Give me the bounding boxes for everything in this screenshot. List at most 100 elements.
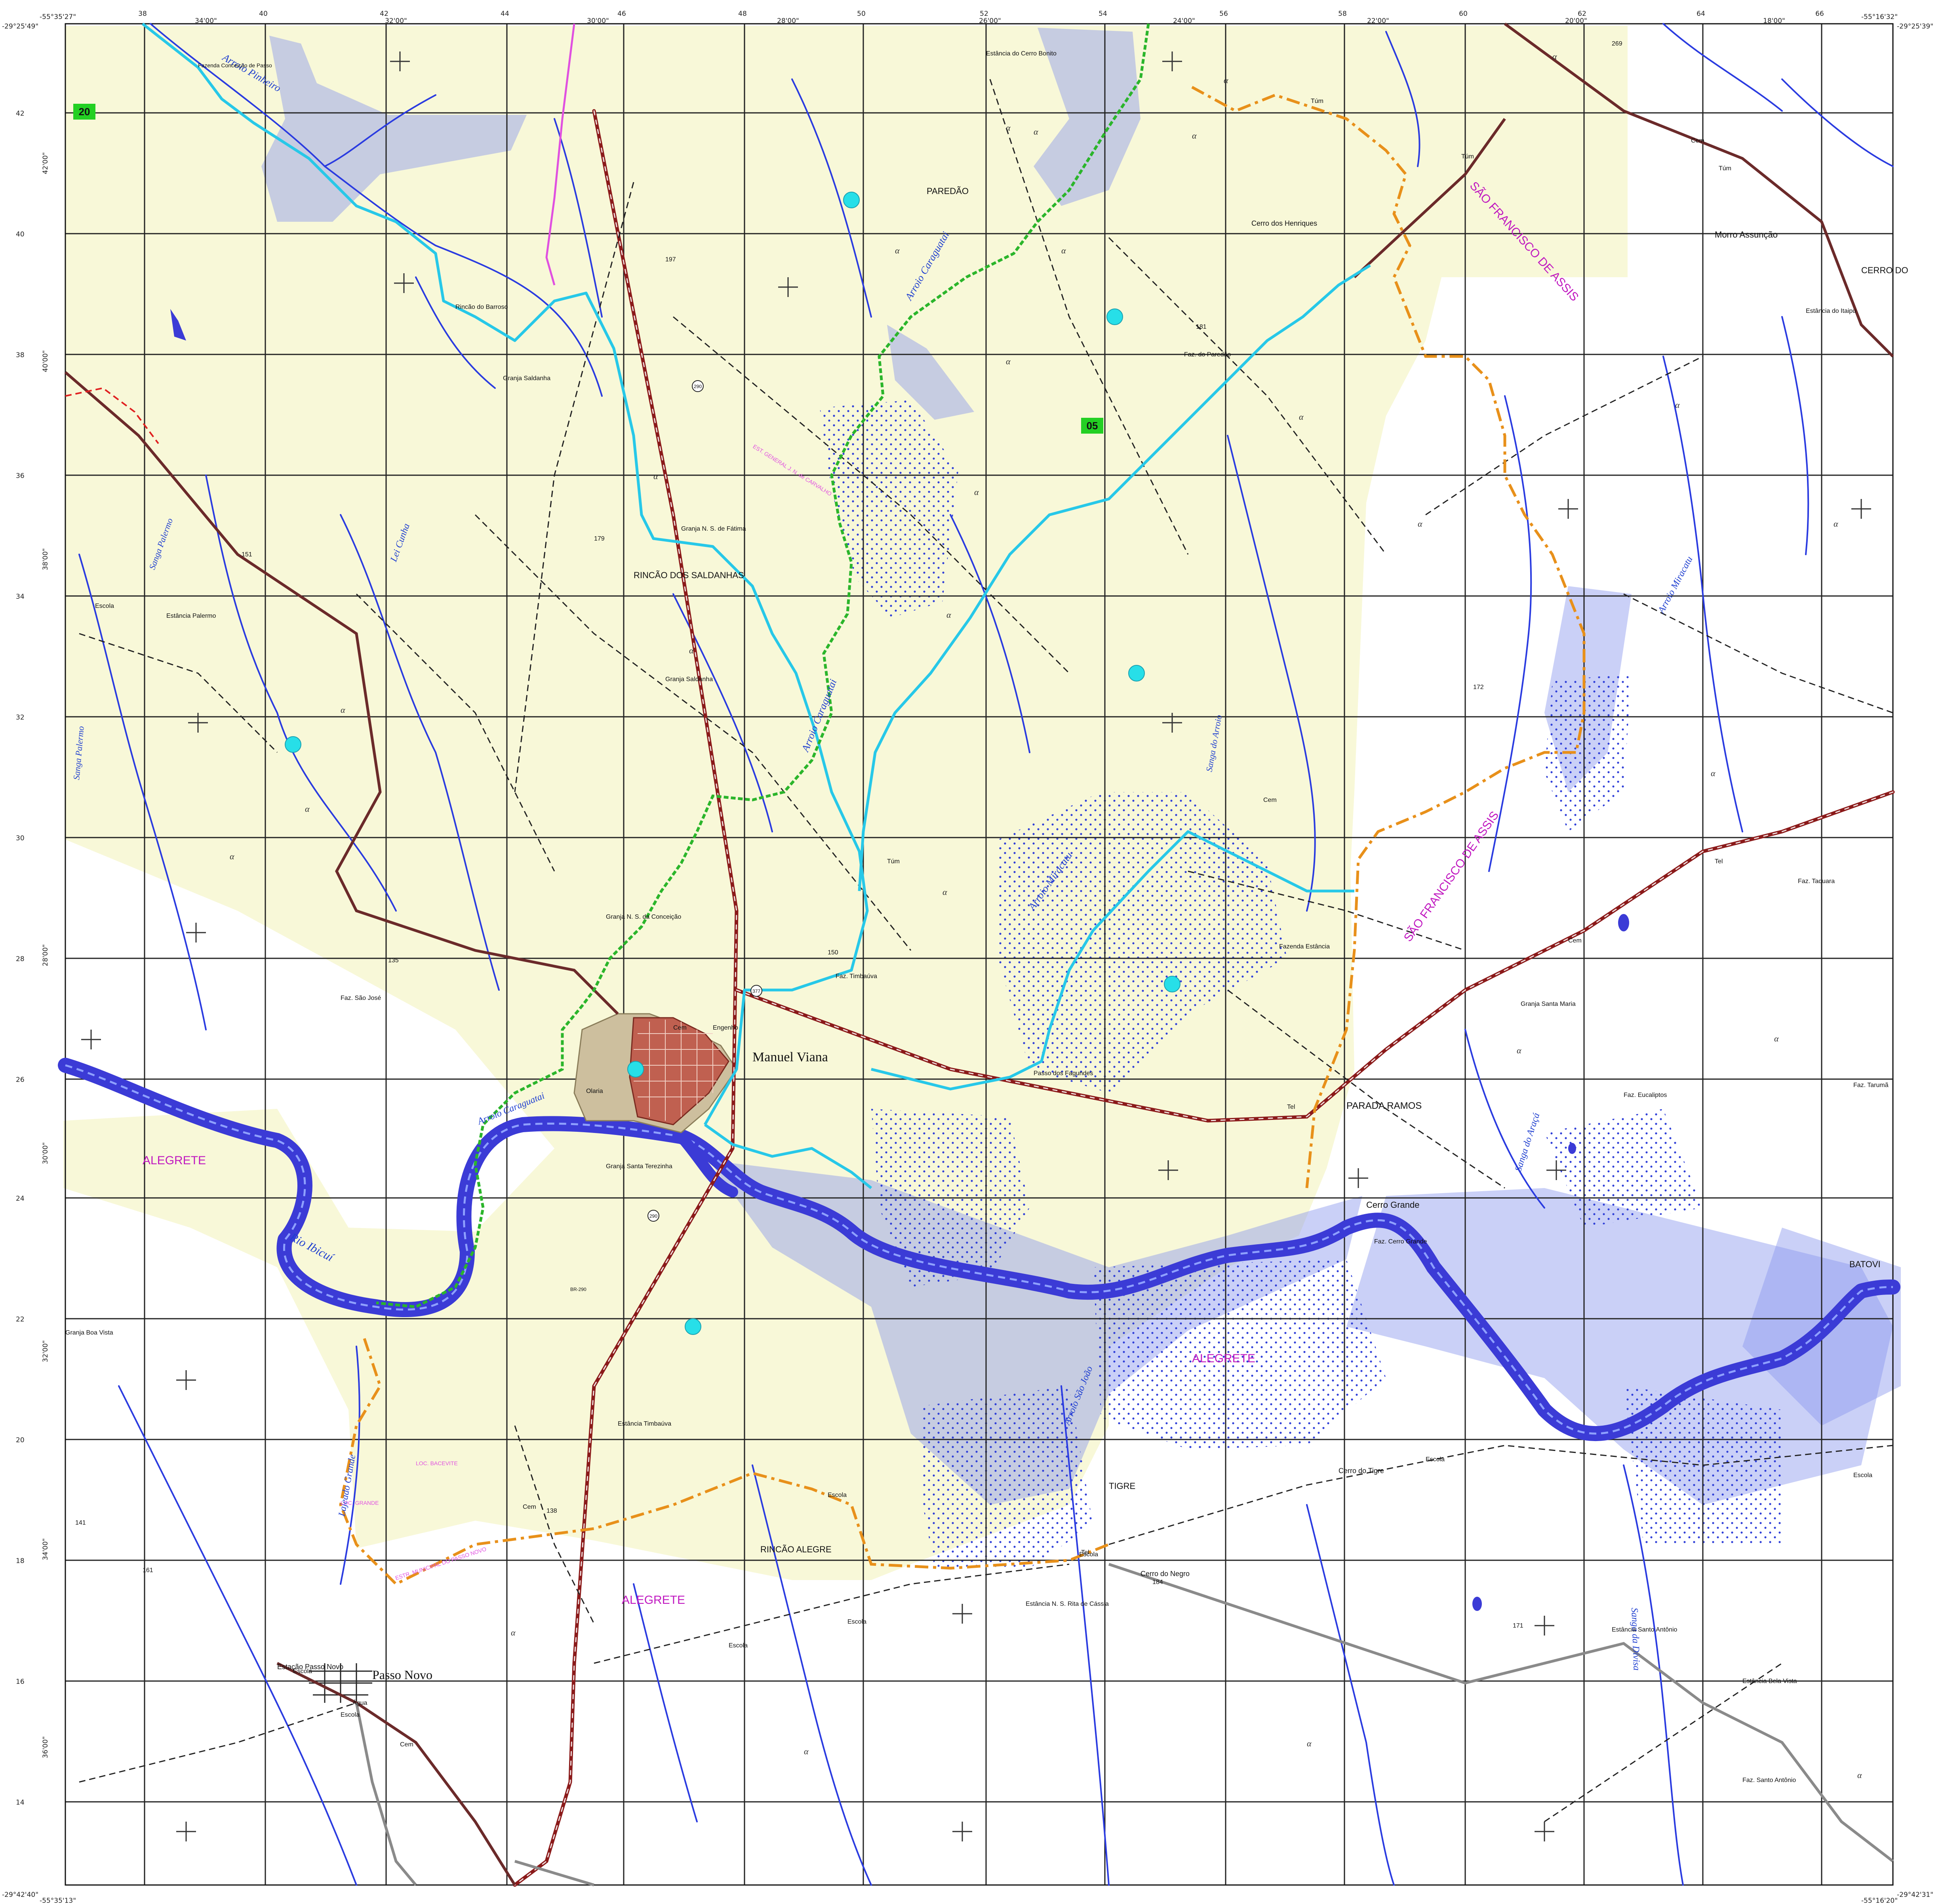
grid-label-left: 16 (16, 1678, 25, 1686)
cross (176, 1370, 196, 1390)
road-shield (647, 1210, 659, 1222)
urban-streets (634, 1020, 725, 1121)
highway (1353, 118, 1506, 278)
grid-label-left-min: 28'00" (42, 944, 50, 966)
road (1108, 237, 1387, 555)
marker (1128, 665, 1145, 682)
cross (952, 1822, 972, 1841)
marker (1164, 976, 1180, 992)
structure-label: Escola (1079, 1551, 1098, 1558)
alpha-symbol: α (689, 645, 694, 655)
place-label: Olaria (586, 1088, 603, 1095)
grid-label-top: 58 (1338, 10, 1347, 18)
town-label-passo-novo: Passo Novo (372, 1668, 432, 1682)
grid-label-left-min: 36'00" (42, 1736, 50, 1758)
paved-road (355, 1702, 417, 1886)
place-label: Cerro do Negro (1141, 1570, 1190, 1578)
alpha-symbol: α (1774, 1034, 1779, 1043)
place-label: Granja N. S. de Fátima (681, 526, 746, 532)
grid-label-left: 20 (16, 1436, 25, 1444)
elevation-label: 135 (388, 957, 399, 964)
municipality-label: ALEGRETE (143, 1154, 206, 1167)
elevation-label: 138 (546, 1508, 557, 1514)
cross (81, 1030, 101, 1049)
stream-label: Sanga da Divisa (1629, 1607, 1642, 1670)
corner-bottom-left-lat: -29°42'40" (2, 1891, 38, 1899)
elevation-label: 184 (1152, 1579, 1163, 1586)
boundary-cyan (141, 23, 1371, 1189)
stream (950, 514, 1030, 753)
stream (1227, 435, 1316, 912)
sample-markers (285, 192, 1180, 1335)
cross (186, 923, 206, 942)
stream (1662, 23, 1783, 112)
structure-label: Escola (847, 1618, 866, 1625)
grid-label-left-min: 32'00" (42, 1340, 50, 1362)
alpha-symbol: α (653, 471, 658, 481)
alpha-symbol: α (1224, 75, 1228, 85)
grid-label-left-min: 34'00" (42, 1538, 50, 1560)
grid-label-left: 26 (16, 1076, 25, 1084)
grid-label-top-min: 26'00" (979, 17, 1001, 25)
elevation-label: 181 (1196, 324, 1207, 330)
stream (1488, 395, 1532, 872)
structure-label: Cem (523, 1504, 536, 1510)
river-branch (676, 1131, 738, 1198)
marker (1106, 308, 1123, 325)
grid-label-left-min: 30'00" (42, 1142, 50, 1164)
elevation-label: 197 (665, 256, 676, 263)
corner-bottom-right-lat: -29°42'31" (1897, 1891, 1933, 1899)
grid-label-top: 62 (1578, 10, 1586, 18)
grid-label-top-min: 18'00" (1763, 17, 1785, 25)
place-label: RINCÃO ALEGRE (760, 1544, 832, 1554)
road-number: 290 (649, 1213, 657, 1219)
road-name: BR-290 (570, 1287, 586, 1292)
alpha-symbol: α (1006, 356, 1011, 366)
stream (752, 1464, 872, 1886)
grid-label-left: 34 (16, 593, 25, 601)
place-label: Estância Timbaúva (618, 1420, 671, 1427)
grid-label-top: 46 (617, 10, 626, 18)
alpha-symbol: α (230, 851, 234, 861)
road (1425, 356, 1703, 516)
place-label: Granja Santa Terezinha (606, 1163, 672, 1170)
cross (1162, 713, 1182, 733)
road (356, 593, 555, 872)
stream (1781, 316, 1809, 555)
corner-top-right-lat: -29°25'39" (1897, 23, 1933, 30)
place-label: Estância do Cerro Bonito (986, 50, 1057, 57)
marsh-sao-joao (923, 1386, 1093, 1568)
place-label: Estância N. S. Rita de Cássia (1026, 1601, 1109, 1607)
place-label: Faz. Santo Antônio (1742, 1777, 1796, 1784)
stream (78, 554, 207, 1030)
marker (285, 736, 301, 753)
grid-label-left: 32 (16, 714, 25, 722)
ponds (170, 309, 1629, 1611)
cross (1162, 51, 1182, 71)
place-label: Estância Bela Vista (1742, 1678, 1797, 1685)
place-label: Faz. Cerro Grande (1374, 1238, 1427, 1245)
marsh-alegrete (1093, 1259, 1386, 1449)
place-label: Estância do Itaipu (1806, 308, 1856, 314)
place-label: Estância Palermo (166, 613, 216, 619)
sheet-box-05-label: 05 (1087, 420, 1098, 432)
place-label: Faz. Tarumã (1853, 1082, 1889, 1089)
grid-label-top-min: 22'00" (1367, 17, 1389, 25)
grid-label-top: 48 (738, 10, 747, 18)
stream (791, 78, 872, 318)
alpha-symbols: α α α α α α α α α α α α α α α α α α α α … (230, 51, 1862, 1780)
boundary-green (376, 23, 1150, 1308)
grid-label-top-min: 30'00" (587, 17, 609, 25)
grid-label-left: 24 (16, 1195, 25, 1203)
road (79, 1702, 357, 1783)
alpha-symbol: α (1061, 246, 1066, 255)
place-label: Cerro dos Henriques (1251, 219, 1317, 227)
corner-bottom-right-lon: -55°16'20" (1861, 1897, 1898, 1904)
structure-labels: Cem Cem Cem Cem Cem Cem Escola Escola Es… (95, 98, 1872, 1748)
cross (1558, 499, 1578, 519)
sheet-box-20-label: 20 (79, 106, 90, 118)
place-label: Cerro do Tigre (1339, 1467, 1384, 1475)
elevation-label: 150 (828, 949, 838, 956)
structure-label: Cem (400, 1741, 413, 1748)
cross (1348, 1168, 1368, 1188)
